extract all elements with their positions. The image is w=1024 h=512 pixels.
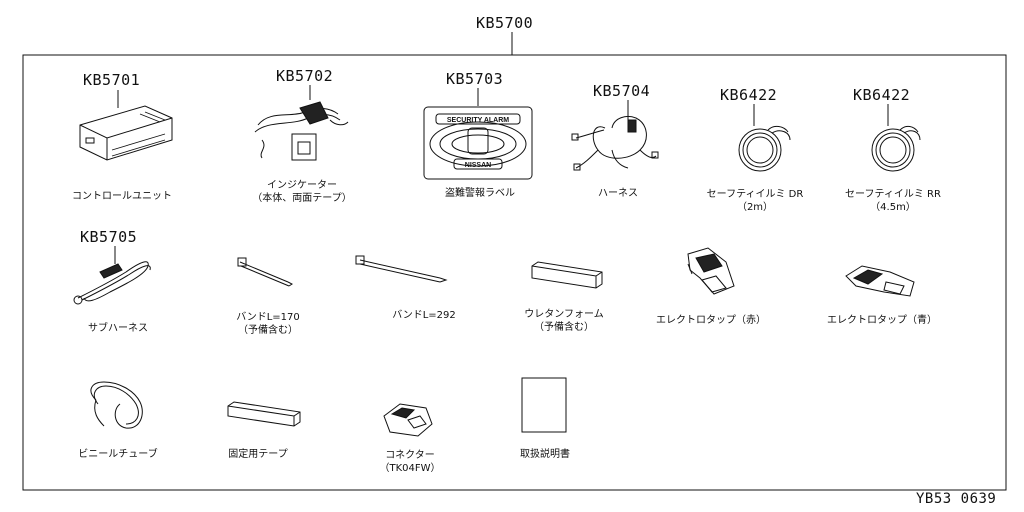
- part-code-kb6422-dr: KB6422: [720, 86, 778, 104]
- part-code-kb5701: KB5701: [83, 71, 141, 89]
- kit-code: KB5700: [476, 14, 534, 32]
- label-illumination-dr-line2: （2m）: [736, 202, 774, 213]
- label-electro-tap-red: エレクトロタップ（赤）: [656, 315, 766, 326]
- label-top-text: SECURITY ALARM: [447, 117, 509, 124]
- illumination-dr-illustration: [739, 126, 790, 171]
- label-band-170-line2: （予備含む）: [237, 325, 298, 336]
- label-illumination-rr-line2: （4.5m）: [870, 202, 916, 213]
- connector-illustration: [384, 404, 432, 436]
- illumination-rr-illustration: [872, 126, 920, 171]
- security-label-illustration: [424, 107, 532, 179]
- label-band-170-line1: バンドL=170: [236, 312, 300, 323]
- harness-illustration: [572, 116, 658, 170]
- indicator-illustration: [255, 102, 348, 160]
- part-code-kb5704: KB5704: [593, 82, 651, 100]
- control-unit-illustration: [80, 106, 172, 160]
- band-292-illustration: [356, 256, 446, 282]
- label-urethane-foam-line1: ウレタンフォーム: [524, 309, 604, 320]
- manual-illustration: [522, 378, 566, 432]
- kit-frame: [23, 55, 1006, 490]
- label-manual: 取扱説明書: [520, 449, 570, 460]
- label-indicator-line2: （本体、両面テープ）: [252, 193, 352, 204]
- label-bottom-text: NISSAN: [465, 162, 491, 169]
- part-code-kb5703: KB5703: [446, 70, 504, 88]
- label-illumination-rr-line1: セーフティイルミ RR: [845, 189, 941, 200]
- figure-number: YB53 0639: [916, 491, 997, 507]
- part-code-kb5702: KB5702: [276, 67, 334, 85]
- label-illumination-dr-line1: セーフティイルミ DR: [706, 189, 804, 200]
- label-security-label: 盗難警報ラベル: [445, 188, 515, 199]
- part-code-kb5705: KB5705: [80, 228, 138, 246]
- urethane-foam-illustration: [532, 262, 602, 288]
- label-illumination-rr: セーフティイルミ RR （4.5m）: [845, 188, 941, 214]
- label-indicator-line1: インジケーター: [267, 180, 337, 191]
- label-band-292: バンドL=292: [392, 310, 456, 321]
- label-indicator: インジケーター （本体、両面テープ）: [252, 179, 351, 205]
- label-connector-line2: （TK04FW）: [379, 463, 441, 474]
- label-illumination-dr: セーフティイルミ DR （2m）: [707, 188, 804, 214]
- label-fixing-tape: 固定用テープ: [228, 449, 288, 460]
- label-control-unit: コントロールユニット: [72, 191, 172, 202]
- label-vinyl-tube: ビニールチューブ: [78, 449, 158, 460]
- label-connector-line1: コネクター: [385, 450, 435, 461]
- sub-harness-illustration: [74, 262, 150, 304]
- label-electro-tap-blue: エレクトロタップ（青）: [827, 315, 937, 326]
- label-sub-harness: サブハーネス: [88, 323, 148, 334]
- electro-tap-red-illustration: [688, 248, 734, 294]
- label-urethane-foam: ウレタンフォーム （予備含む）: [524, 308, 603, 334]
- label-urethane-foam-line2: （予備含む）: [534, 322, 594, 333]
- part-code-kb6422-rr: KB6422: [853, 86, 911, 104]
- vinyl-tube-illustration: [91, 382, 142, 428]
- band-170-illustration: [238, 258, 292, 286]
- electro-tap-blue-illustration: [846, 266, 914, 296]
- label-band-170: バンドL=170 （予備含む）: [236, 311, 300, 337]
- label-harness: ハーネス: [598, 188, 638, 199]
- fixing-tape-illustration: [228, 402, 300, 426]
- label-connector: コネクター （TK04FW）: [379, 449, 440, 475]
